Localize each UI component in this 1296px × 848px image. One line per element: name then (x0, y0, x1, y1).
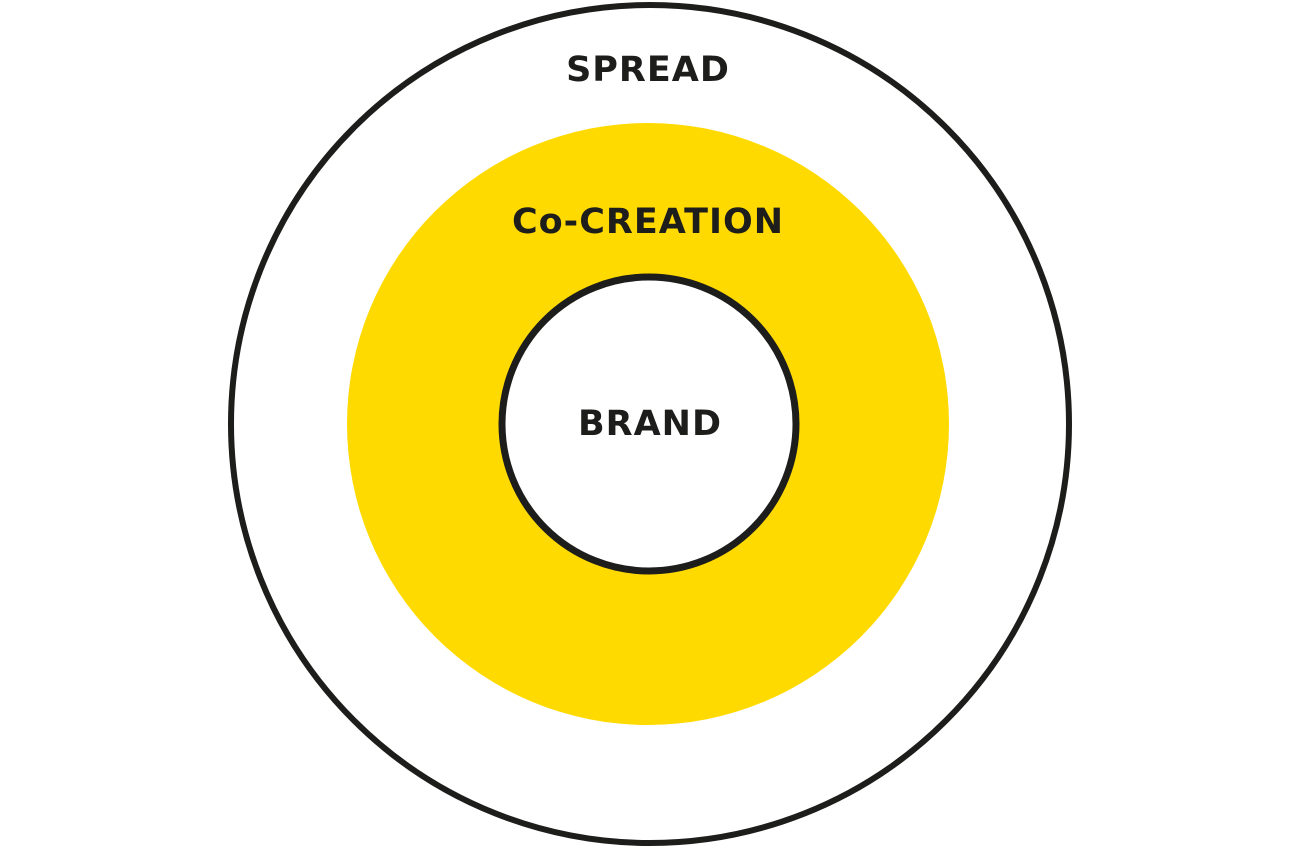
brand-label: BRAND (578, 404, 722, 444)
spread-label: SPREAD (566, 50, 730, 90)
brand-circle (498, 273, 800, 575)
co-creation-label: Co-CREATION (512, 202, 784, 242)
